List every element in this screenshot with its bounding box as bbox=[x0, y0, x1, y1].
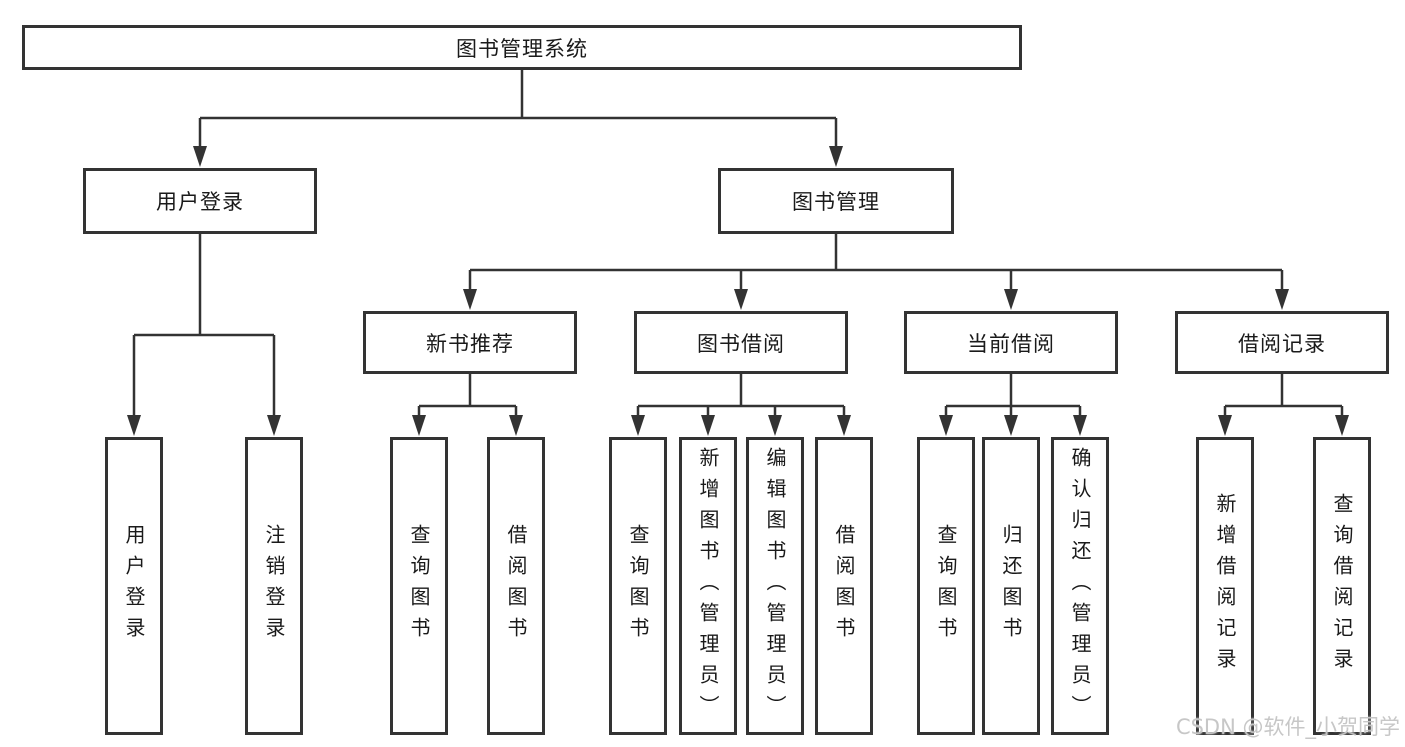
leaf-label: 借阅图书 bbox=[504, 524, 528, 648]
node-new-book-recommend: 新书推荐 bbox=[363, 311, 577, 374]
leaf-add-borrow-record: 新增借阅记录 bbox=[1196, 437, 1254, 735]
leaf-query-book-2: 查询图书 bbox=[609, 437, 667, 735]
node-label: 当前借阅 bbox=[967, 331, 1055, 356]
node-current-borrow: 当前借阅 bbox=[904, 311, 1118, 374]
leaf-label: 用户登录 bbox=[122, 524, 146, 648]
node-library-management-system: 图书管理系统 bbox=[22, 25, 1022, 70]
node-label: 图书管理 bbox=[792, 190, 880, 214]
leaf-confirm-return-admin: 确认归还（管理员） bbox=[1051, 437, 1109, 735]
node-label: 图书借阅 bbox=[697, 331, 785, 356]
leaf-label: 新增借阅记录 bbox=[1213, 493, 1237, 679]
leaf-user-login: 用户登录 bbox=[105, 437, 163, 735]
leaf-logout: 注销登录 bbox=[245, 437, 303, 735]
leaf-label: 查询图书 bbox=[934, 524, 958, 648]
leaf-edit-book-admin: 编辑图书（管理员） bbox=[746, 437, 804, 735]
node-label: 用户登录 bbox=[156, 190, 244, 214]
leaf-label: 注销登录 bbox=[262, 524, 286, 648]
leaf-borrow-book-2: 借阅图书 bbox=[815, 437, 873, 735]
leaf-borrow-book-1: 借阅图书 bbox=[487, 437, 545, 735]
leaf-add-book-admin: 新增图书（管理员） bbox=[679, 437, 737, 735]
leaf-label: 查询图书 bbox=[407, 524, 431, 648]
leaf-label: 查询借阅记录 bbox=[1330, 493, 1354, 679]
leaf-query-borrow-record: 查询借阅记录 bbox=[1313, 437, 1371, 735]
leaf-query-book-1: 查询图书 bbox=[390, 437, 448, 735]
leaf-label: 查询图书 bbox=[626, 524, 650, 648]
leaf-query-book-3: 查询图书 bbox=[917, 437, 975, 735]
node-user-login: 用户登录 bbox=[83, 168, 317, 234]
leaf-return-book: 归还图书 bbox=[982, 437, 1040, 735]
csdn-watermark: CSDN @软件_小贺同学 bbox=[1175, 715, 1400, 739]
node-label: 图书管理系统 bbox=[456, 36, 588, 61]
leaf-label: 新增图书（管理员） bbox=[696, 446, 720, 726]
leaf-label: 归还图书 bbox=[999, 524, 1023, 648]
leaf-label: 借阅图书 bbox=[832, 524, 856, 648]
node-label: 新书推荐 bbox=[426, 331, 514, 356]
leaf-label: 编辑图书（管理员） bbox=[763, 446, 787, 726]
node-label: 借阅记录 bbox=[1238, 331, 1326, 356]
node-borrow-records: 借阅记录 bbox=[1175, 311, 1389, 374]
node-book-borrow: 图书借阅 bbox=[634, 311, 848, 374]
leaf-label: 确认归还（管理员） bbox=[1068, 446, 1092, 726]
node-book-management: 图书管理 bbox=[718, 168, 954, 234]
